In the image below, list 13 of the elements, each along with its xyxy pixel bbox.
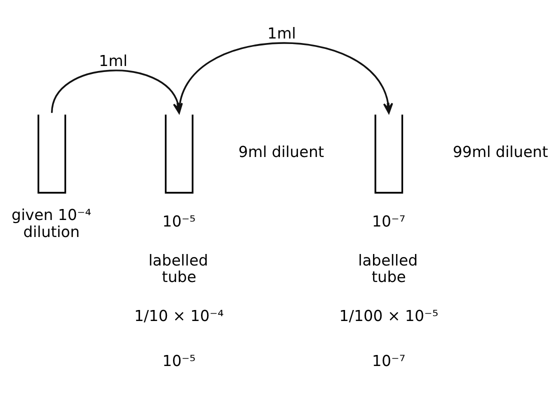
node-label: 99ml diluent: [452, 142, 548, 160]
node-label: labelled tube: [358, 250, 418, 286]
node-label: 10⁻⁷: [372, 212, 406, 230]
edge-label: 1ml: [98, 52, 128, 70]
node-label: 1/10 × 10⁻⁴: [134, 306, 224, 324]
node-label: given 10⁻⁴ dilution: [12, 205, 92, 240]
node-label: 1/100 × 10⁻⁵: [339, 306, 438, 324]
node-label: 10⁻⁵: [162, 212, 196, 230]
edge-label: 1ml: [267, 24, 296, 42]
node-label: labelled tube: [148, 250, 208, 286]
node-label: 9ml diluent: [238, 142, 324, 160]
node-label: 10⁻⁵: [162, 352, 196, 370]
node-label: 10⁻⁷: [372, 352, 406, 370]
